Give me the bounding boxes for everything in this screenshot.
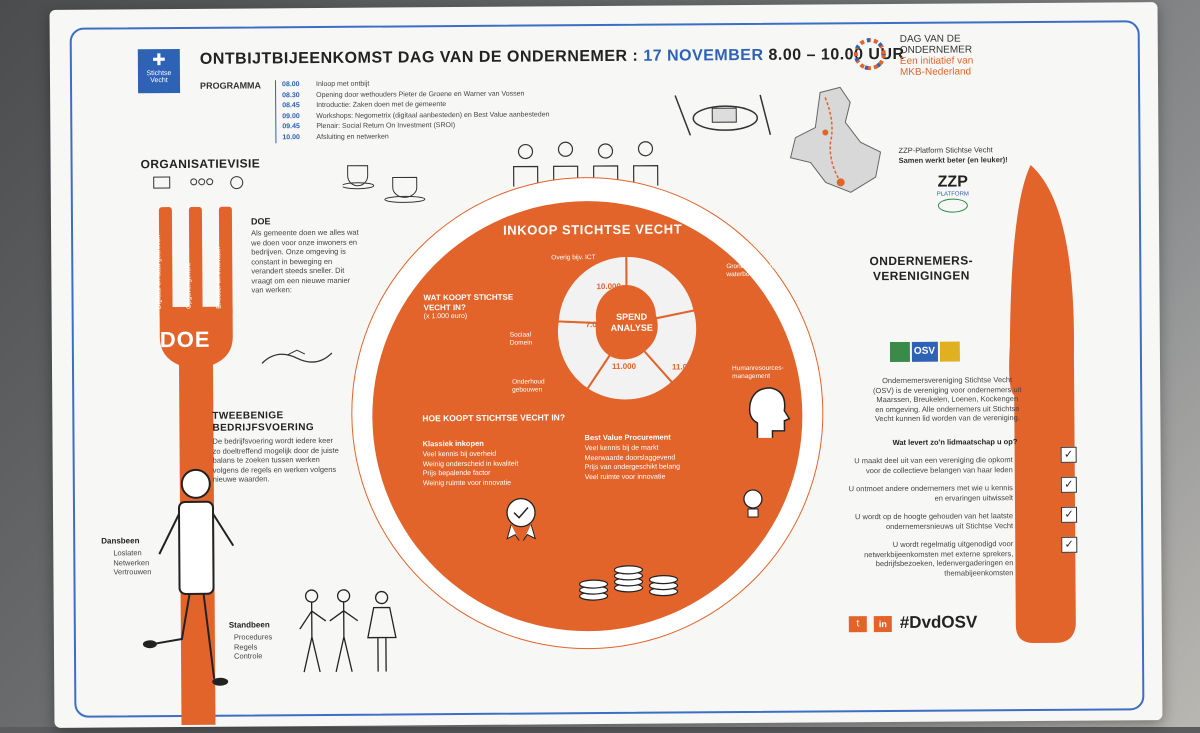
three-people-icon [294, 585, 405, 681]
zzp-logo: ZZP PLATFORM [923, 173, 983, 213]
bestvalue-item: Prijs van ondergeschikt belang [584, 463, 681, 472]
segment-label-hrm: Humanresources-management [732, 364, 784, 381]
klassiek-heading: Klassiek inkopen [422, 438, 484, 449]
segment-label-gww: Grond-, weg- en waterbouw [726, 262, 774, 279]
stichtse-vecht-map [780, 82, 891, 208]
checkbox-icon: ✓ [1060, 476, 1077, 493]
award-badge-icon [501, 494, 541, 545]
segment-label-sociaal: Sociaal Domein [509, 331, 533, 347]
dansbeen-item: Netwerken [113, 557, 150, 567]
handshake-icon [257, 343, 337, 379]
coins-icon [573, 555, 683, 611]
dansbeen-list: Loslaten Netwerken Vertrouwen [113, 548, 151, 577]
benefit-3: U wordt op de hoogte gehouden van het la… [854, 511, 1014, 531]
fork-doe-label: DOE [159, 326, 211, 353]
programma-list: 08.00 Inloop met ontbijt 08.30 Opening doo… [275, 78, 550, 144]
programma-time: 09.45 [282, 123, 300, 131]
donut-center-label: SPEND ANALYSE [607, 312, 657, 334]
benefit-2: U ontmoet andere ondernemers met wie u k… [848, 483, 1013, 503]
standbeen-list: Procedures Regels Controle [234, 632, 273, 661]
organisatievisie-heading: ORGANISATIEVISIE [140, 156, 261, 172]
standbeen-item: Regels [233, 641, 258, 652]
dansbeen-item: Vertrouwen [113, 567, 152, 577]
zzp-logo-sub: PLATFORM [936, 191, 969, 198]
title-date: 17 NOVEMBER [643, 46, 764, 65]
segment-value-gww: 16.500 [691, 303, 717, 313]
lidmaatschap-question: Wat levert zo'n lidmaatschap u op? [892, 437, 1018, 448]
doe-text: Als gemeente doen we alles wat we doen v… [251, 227, 359, 295]
programma-text: Afsluiting en netwerken [316, 133, 389, 141]
lightbulb-icon [738, 485, 768, 530]
segment-value-sociaal: 7.000 [585, 320, 606, 330]
hashtag: #DvdOSV [899, 612, 978, 632]
programma-text: Opening door wethouders Pieter de Groene… [316, 90, 525, 99]
linkedin-icon[interactable]: in [873, 616, 892, 633]
checkbox-icon: ✓ [1061, 506, 1078, 523]
benefit-4: U wordt regelmatig uitgenodigd voor netw… [864, 539, 1014, 578]
wat-koopt-sub: (x 1.000 euro) [423, 312, 468, 321]
plate-doodle-icon [660, 90, 780, 146]
donut-center-2: ANALYSE [610, 322, 653, 333]
bestvalue-item: Veel ruimte voor innovatie [584, 473, 666, 481]
checkbox-icon: ✓ [1061, 536, 1078, 553]
standbeen-item: Procedures [233, 632, 273, 642]
klassiek-list: Veel kennis bij overheid Weinig ondersch… [423, 450, 519, 489]
head-profile-icon [742, 383, 792, 448]
dvo-sub-2: MKB-Nederland [899, 66, 972, 78]
benefit-1: U maakt deel uit van een vereniging die … [854, 455, 1013, 475]
logo-text: Stichtse Vecht [146, 70, 172, 85]
ondernemersverenigingen-heading: ONDERNEMERS-VERENIGINGEN [869, 253, 974, 284]
segment-value-onderhoud: 11.000 [611, 361, 637, 371]
programma-time: 10.00 [282, 133, 300, 141]
programma-time: 08.30 [282, 91, 300, 99]
hoe-koopt-heading: HOE KOOPT STICHTSE VECHT IN? [422, 412, 566, 424]
tweebenige-heading: TWEEBENIGE BEDRIJFSVOERING [212, 410, 315, 434]
standbeen-heading: Standbeen [228, 620, 270, 630]
fork-tine-3-label: Effectief en innovatief [215, 246, 223, 309]
wat-koopt-heading: WAT KOOPT STICHTSE VECHT IN? [423, 292, 514, 313]
stick-figure-illustration [141, 463, 253, 699]
programma-text: Plenair: Social Return On Investment (SR… [316, 122, 456, 131]
dvo-logo-text: DAG VAN DE ONDERNEMER Een initiatief van… [900, 33, 1060, 78]
segment-value-hrm: 11.000 [671, 362, 697, 372]
knife-illustration [1001, 165, 1084, 651]
programma-time: 08.00 [282, 81, 300, 89]
osv-logo [889, 341, 960, 369]
osv-description: Ondernemersvereniging Stichtse Vecht (OS… [872, 375, 1022, 424]
placemat-paper: ✚ Stichtse Vecht ONTBIJTBIJEENKOMST DAG … [49, 2, 1163, 728]
fork-tine-2-label: Opgavengericht [185, 262, 193, 309]
segment-value-ict: 10.000 [596, 281, 621, 292]
spend-donut [531, 250, 722, 402]
donut-center-1: SPEND [616, 311, 648, 322]
klassiek-item: Weinig onderscheid in kwaliteit [422, 460, 519, 468]
programma-text: Introductie: Zaken doen met de gemeente [316, 101, 447, 110]
segment-label-onderhoud: Onderhoud gebouwen [512, 378, 545, 394]
standbeen-item: Controle [233, 651, 263, 661]
zzp-logo-text: ZZP [937, 173, 968, 191]
bestvalue-heading: Best Value Procurement [584, 432, 671, 443]
twitter-icon[interactable]: t [848, 616, 867, 633]
zzp-intro: ZZP-Platform Stichtse Vecht Samen werkt … [898, 145, 1038, 166]
programma-label: PROGRAMMA [200, 80, 262, 91]
plate-title: INKOOP STICHTSE VECHT [503, 221, 683, 238]
programma-text: Workshops: Negometrix (digitaal aanbeste… [316, 110, 550, 120]
programma-time: 08.45 [282, 102, 300, 110]
coffee-cups-icon [341, 155, 433, 211]
fork-tine-1-label: Digitaal en data gedreven [155, 235, 163, 310]
programma-time: 09.00 [282, 112, 300, 120]
visie-icons [149, 173, 249, 201]
segment-label-ict: Overig bijv. ICT [551, 254, 596, 262]
dvo-logo-icon [850, 34, 890, 74]
dansbeen-heading: Dansbeen [101, 536, 140, 546]
checkbox-icon: ✓ [1060, 446, 1077, 463]
klassiek-item: Weinig ruimte voor innovatie [422, 479, 512, 487]
bestvalue-list: Veel kennis bij de markt Meerwaarde door… [585, 443, 681, 482]
osv-logo-text: OSV [913, 345, 936, 357]
doe-heading: DOE [250, 216, 271, 227]
dansbeen-item: Loslaten [113, 548, 142, 558]
people-at-table-icon [505, 141, 675, 197]
stichtse-vecht-logo: ✚ Stichtse Vecht [137, 48, 181, 94]
programma-text: Inloop met ontbijt [316, 80, 370, 89]
title-text: ONTBIJTBIJEENKOMST DAG VAN DE ONDERNEMER… [199, 47, 639, 68]
